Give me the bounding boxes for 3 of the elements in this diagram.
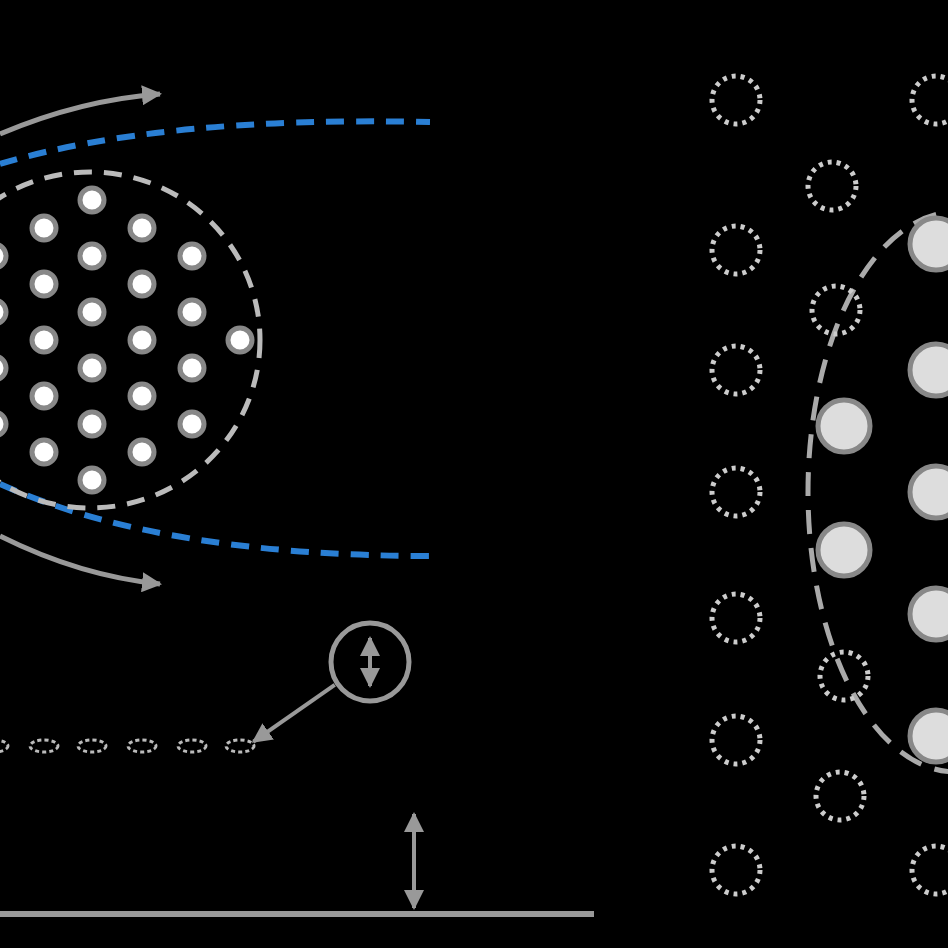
scale-circle [328, 620, 412, 704]
particle-ellipse [224, 738, 256, 754]
leader-line [251, 683, 336, 744]
